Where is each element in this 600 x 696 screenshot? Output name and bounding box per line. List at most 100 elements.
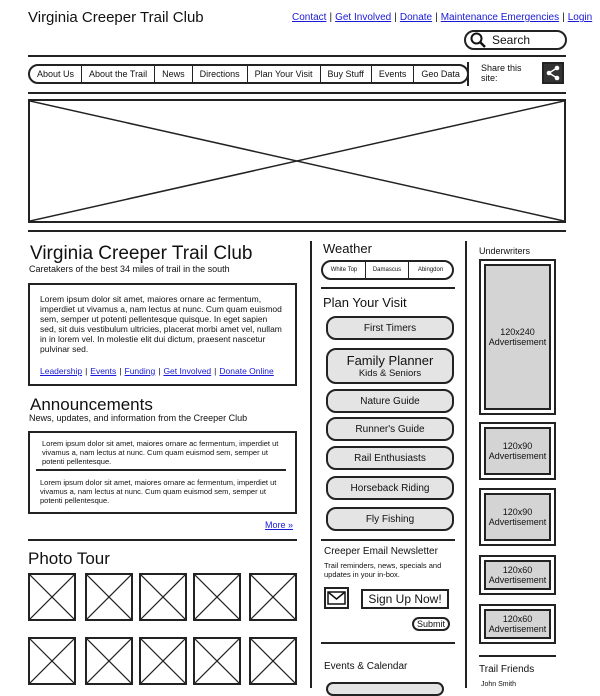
intro-links: Leadership|Events|Funding|Get Involved|D… bbox=[40, 366, 274, 376]
mail-icon bbox=[324, 587, 349, 609]
nav-about-the-trail[interactable]: About the Trail bbox=[82, 66, 156, 82]
plan-divider bbox=[321, 539, 455, 541]
intro-text: Lorem ipsum dolor sit amet, maiores orna… bbox=[40, 294, 282, 354]
hero-image-placeholder bbox=[28, 99, 566, 223]
contact-link[interactable]: Contact bbox=[292, 12, 327, 23]
events-calendar-title: Events & Calendar bbox=[324, 661, 408, 672]
photo-thumbnail[interactable] bbox=[139, 637, 187, 685]
friend-name: John Smith bbox=[481, 681, 517, 688]
photo-thumbnail[interactable] bbox=[28, 637, 76, 685]
intro-box: Lorem ipsum dolor sit amet, maiores orna… bbox=[28, 283, 297, 386]
get-involved-link[interactable]: Get Involved bbox=[335, 12, 392, 23]
funding-link[interactable]: Funding bbox=[124, 366, 156, 376]
ad-label: Advertisement bbox=[488, 451, 547, 461]
ad-label: Advertisement bbox=[488, 517, 547, 527]
main-nav: About Us About the Trail News Directions… bbox=[28, 64, 469, 84]
weather-tab-damascus[interactable]: Damascus bbox=[366, 262, 409, 278]
family-planner-label: Family Planner bbox=[346, 353, 434, 368]
login-link[interactable]: Login bbox=[567, 12, 593, 23]
first-timers-button[interactable]: First Timers bbox=[326, 316, 454, 340]
ad-size: 120x60 bbox=[502, 565, 533, 575]
weather-divider bbox=[321, 287, 455, 289]
runners-guide-button[interactable]: Runner's Guide bbox=[326, 417, 454, 441]
leadership-link[interactable]: Leadership bbox=[40, 366, 83, 376]
photo-thumbnail[interactable] bbox=[249, 637, 297, 685]
announcement-item: Lorem ipsum dolor sit amet, maiores orna… bbox=[40, 478, 277, 505]
ad-size: 120x90 bbox=[502, 441, 533, 451]
photo-thumbnail[interactable] bbox=[193, 637, 241, 685]
search-icon bbox=[470, 32, 486, 48]
nav-plan-your-visit[interactable]: Plan Your Visit bbox=[248, 66, 321, 82]
photo-thumbnail[interactable] bbox=[28, 573, 76, 621]
ad-size: 120x60 bbox=[502, 614, 533, 624]
more-link[interactable]: More » bbox=[265, 520, 294, 530]
fly-fishing-button[interactable]: Fly Fishing bbox=[326, 507, 454, 531]
share-icon bbox=[546, 65, 560, 81]
share-button[interactable] bbox=[542, 62, 564, 84]
donate-online-link[interactable]: Donate Online bbox=[219, 366, 274, 376]
nav-events[interactable]: Events bbox=[372, 66, 415, 82]
family-planner-button[interactable]: Family Planner Kids & Seniors bbox=[326, 348, 454, 384]
announcements-title: Announcements bbox=[30, 395, 153, 414]
photo-thumbnail[interactable] bbox=[85, 573, 133, 621]
nav-geo-data[interactable]: Geo Data bbox=[421, 69, 460, 79]
signup-button[interactable]: Sign Up Now! bbox=[361, 589, 449, 609]
donate-link[interactable]: Donate bbox=[399, 12, 433, 23]
nav-news[interactable]: News bbox=[155, 66, 193, 82]
underwriters-title: Underwriters bbox=[479, 246, 531, 256]
trail-friends-title: Trail Friends bbox=[479, 664, 535, 675]
events-link[interactable]: Events bbox=[90, 366, 117, 376]
weather-title: Weather bbox=[323, 241, 372, 256]
submit-button[interactable]: Submit bbox=[412, 617, 450, 631]
events-button[interactable] bbox=[326, 682, 444, 696]
share-label: Share this site: bbox=[481, 63, 522, 83]
ad-label: Advertisement bbox=[488, 624, 547, 634]
ad-size: 120x240 bbox=[500, 327, 535, 337]
nav-about-us[interactable]: About Us bbox=[30, 66, 83, 82]
weather-tab-abingdon[interactable]: Abingdon bbox=[417, 267, 444, 273]
site-title: Virginia Creeper Trail Club bbox=[28, 9, 204, 26]
ad-label: Advertisement bbox=[488, 337, 547, 347]
photo-thumbnail[interactable] bbox=[249, 573, 297, 621]
search-input[interactable]: Search bbox=[464, 30, 567, 50]
column-divider bbox=[310, 241, 312, 688]
photo-thumbnail[interactable] bbox=[139, 573, 187, 621]
main-subtitle: Caretakers of the best 34 miles of trail… bbox=[29, 264, 230, 274]
ad-size: 120x90 bbox=[502, 507, 533, 517]
nav-directions[interactable]: Directions bbox=[193, 66, 248, 82]
get-involved-link[interactable]: Get Involved bbox=[163, 366, 212, 376]
horseback-riding-button[interactable]: Horseback Riding bbox=[326, 476, 454, 500]
nature-guide-button[interactable]: Nature Guide bbox=[326, 389, 454, 413]
plan-visit-title: Plan Your Visit bbox=[323, 295, 407, 310]
hero-divider bbox=[28, 230, 566, 232]
announcement-divider bbox=[36, 469, 286, 471]
nav-divider bbox=[467, 62, 469, 86]
maintenance-emergencies-link[interactable]: Maintenance Emergencies bbox=[440, 12, 560, 23]
photo-thumbnail[interactable] bbox=[85, 637, 133, 685]
header-divider bbox=[28, 55, 566, 57]
family-planner-sublabel: Kids & Seniors bbox=[358, 368, 422, 379]
announcement-item: Lorem ipsum dolor sit amet, maiores orna… bbox=[42, 439, 279, 466]
utility-links: Contact|Get Involved|Donate|Maintenance … bbox=[292, 12, 593, 23]
weather-tabs: White Top Damascus Abingdon bbox=[321, 260, 454, 280]
column-divider bbox=[465, 241, 467, 688]
weather-tab-white-top[interactable]: White Top bbox=[323, 262, 366, 278]
main-title: Virginia Creeper Trail Club bbox=[30, 243, 253, 264]
ad-label: Advertisement bbox=[488, 575, 547, 585]
photo-tour-title: Photo Tour bbox=[28, 549, 110, 568]
nav-buy-stuff[interactable]: Buy Stuff bbox=[321, 66, 372, 82]
photo-thumbnail[interactable] bbox=[193, 573, 241, 621]
announcements-subtitle: News, updates, and information from the … bbox=[29, 413, 248, 423]
newsletter-divider bbox=[321, 642, 455, 644]
rail-enthusiasts-button[interactable]: Rail Enthusiasts bbox=[326, 446, 454, 470]
